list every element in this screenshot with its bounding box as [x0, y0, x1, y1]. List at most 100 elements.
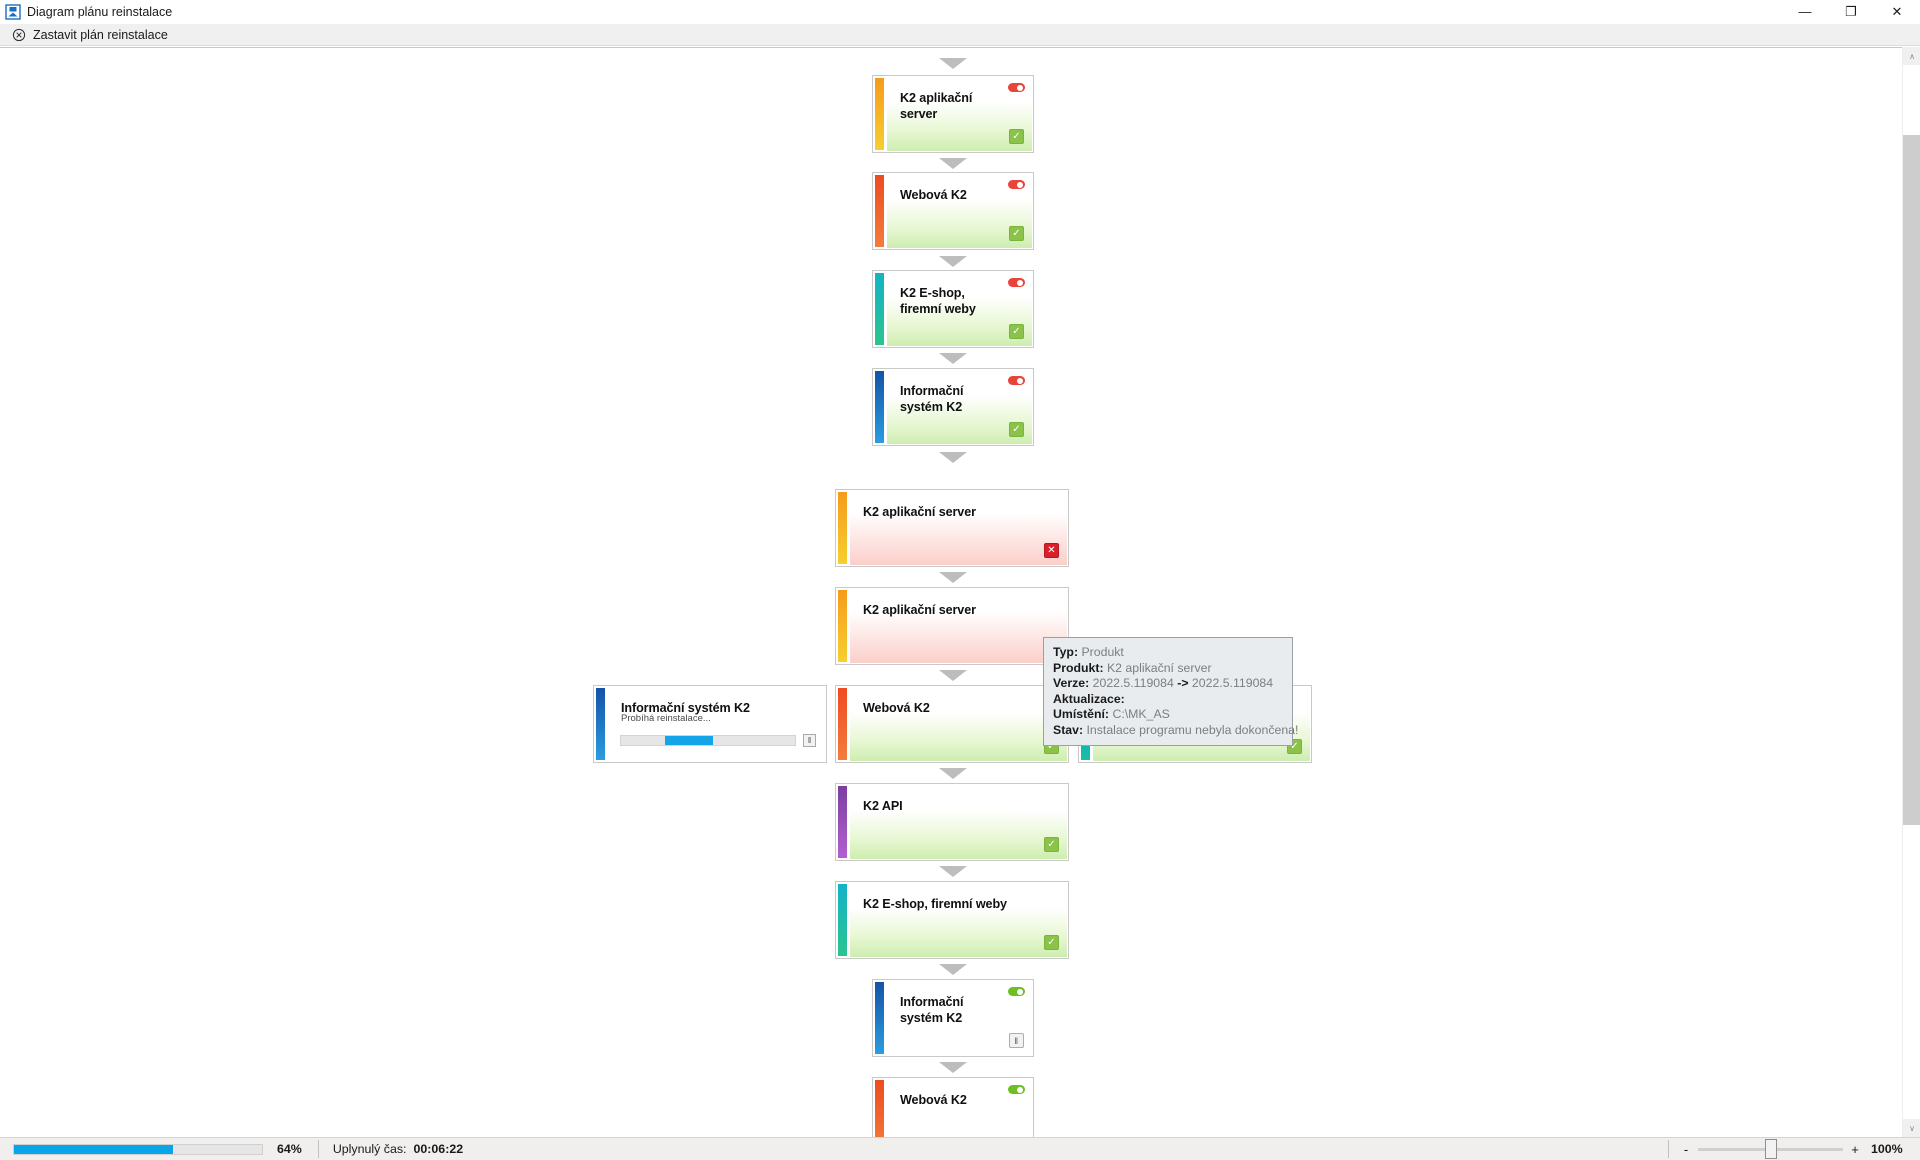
diagram-node[interactable]: K2 E-shop, firemní weby✓	[835, 881, 1069, 959]
maximize-button[interactable]: ❐	[1845, 3, 1857, 19]
node-title: Informační systém K2	[621, 701, 750, 715]
node-title: Informační systém K2	[900, 384, 964, 414]
diagram-node[interactable]: K2 aplikační server✕	[835, 489, 1069, 567]
tooltip-row: Umístění: C:\MK_AS	[1053, 707, 1283, 723]
node-status-ok-icon: ✓	[1009, 129, 1024, 144]
node-color-stripe	[838, 590, 847, 662]
tooltip-row-key: Verze:	[1053, 676, 1090, 691]
diagram-node[interactable]: Informační systém K2 ✓	[872, 368, 1034, 446]
tooltip-row-key: Umístění:	[1053, 707, 1110, 722]
connector-arrow	[939, 964, 967, 975]
node-color-stripe	[875, 982, 884, 1054]
node-enable-toggle[interactable]	[1008, 1085, 1025, 1094]
node-title: K2 E-shop, firemní weby	[900, 286, 976, 316]
zoom-in-button[interactable]: +	[1851, 1141, 1859, 1157]
node-progress-row: ‖	[620, 734, 816, 747]
connector-arrow	[939, 256, 967, 267]
tooltip-row-value2: 2022.5.119084	[1188, 676, 1274, 691]
tooltip-row-arrow: ->	[1173, 676, 1189, 691]
diagram-node[interactable]: Webová K2✓	[835, 685, 1069, 763]
scroll-down-button[interactable]: ∨	[1903, 1119, 1920, 1137]
node-color-stripe	[875, 175, 884, 247]
zoom-out-button[interactable]: -	[1683, 1141, 1689, 1157]
tooltip-row: Stav: Instalace programu nebyla dokončen…	[1053, 722, 1298, 739]
diagram-node[interactable]: K2 aplikační server✓	[872, 75, 1034, 153]
node-color-stripe	[838, 884, 847, 956]
diagram-canvas: ft3ms (Webový server) KAPLIK-DH3264 K2 a…	[0, 48, 1900, 1137]
node-body: Informační systém K2 ‖	[887, 981, 1032, 1055]
tooltip-row: Verze: 2022.5.119084 -> 2022.5.119084	[1053, 676, 1283, 692]
node-pause-button[interactable]: ‖	[803, 734, 816, 747]
diagram-node[interactable]: K2 API ✓	[835, 783, 1069, 861]
status-divider	[317, 1140, 319, 1158]
node-title: K2 API	[863, 799, 903, 813]
zoom-slider[interactable]	[1698, 1139, 1843, 1159]
window-title: Diagram plánu reinstalace	[27, 4, 173, 19]
vertical-scrollbar[interactable]: ∧ ∨	[1902, 47, 1920, 1137]
node-title: K2 E-shop, firemní weby	[863, 897, 1007, 911]
minimize-button[interactable]: —	[1798, 4, 1812, 19]
node-color-stripe	[875, 1080, 884, 1137]
connector-arrow	[939, 58, 967, 69]
connector-arrow	[939, 452, 967, 463]
node-color-stripe	[838, 492, 847, 564]
node-enable-toggle[interactable]	[1008, 278, 1025, 287]
scroll-up-button[interactable]: ∧	[1903, 47, 1920, 65]
connector-arrow	[939, 866, 967, 877]
tooltip-row-key: Produkt:	[1053, 660, 1104, 675]
node-pause-button[interactable]: ‖	[1009, 1033, 1024, 1048]
connector-arrow	[939, 1062, 967, 1073]
close-button[interactable]: ✕	[1891, 3, 1903, 19]
node-progress-fill	[664, 736, 714, 745]
node-body: Informační systém K2 ✓	[887, 370, 1032, 444]
node-progress-label: Probíhá reinstalace...	[621, 713, 711, 724]
node-body: K2 aplikační server✕	[850, 491, 1067, 565]
overall-progress-percent: 64%	[277, 1142, 302, 1156]
node-title: K2 aplikační server	[863, 603, 976, 617]
diagram-node[interactable]: K2 aplikační server✕	[835, 587, 1069, 665]
tooltip-row-key: Stav:	[1053, 722, 1084, 737]
scrollbar-thumb[interactable]	[1903, 135, 1920, 825]
stop-reinstall-plan-button[interactable]: Zastavit plán reinstalace	[8, 27, 172, 43]
node-body: Webová K2✓	[887, 174, 1032, 248]
node-color-stripe	[875, 273, 884, 345]
node-enable-toggle[interactable]	[1008, 180, 1025, 189]
cancel-circle-icon	[12, 28, 26, 42]
stop-reinstall-plan-label: Zastavit plán reinstalace	[33, 27, 168, 42]
zoom-slider-thumb[interactable]	[1764, 1139, 1777, 1159]
node-progress-bar	[620, 735, 796, 746]
node-enable-toggle[interactable]	[1008, 987, 1025, 996]
node-status-ok-icon: ✓	[1044, 837, 1059, 852]
overall-progress-bar	[13, 1143, 263, 1155]
tooltip-row-value: Produkt	[1078, 645, 1124, 659]
tooltip-row-value: 2022.5.119084	[1089, 676, 1174, 691]
overall-progress-fill	[14, 1144, 173, 1154]
diagram-node[interactable]: Informační systém K2 ‖	[872, 979, 1034, 1057]
zoom-level-label: 100%	[1871, 1142, 1903, 1156]
zoom-control[interactable]: - + 100%	[1668, 1139, 1909, 1159]
node-status-ok-icon: ✓	[1009, 226, 1024, 241]
node-body: K2 API ✓	[850, 785, 1067, 859]
node-title: Webová K2	[900, 1093, 967, 1107]
tooltip-row-key: Typ:	[1053, 645, 1079, 659]
elapsed-time-label: Uplynulý čas:	[332, 1142, 407, 1156]
node-enable-toggle[interactable]	[1008, 376, 1025, 385]
node-color-stripe	[596, 688, 605, 760]
tooltip-row: Produkt: K2 aplikační server	[1053, 661, 1283, 677]
node-body: Webová K2✓	[850, 687, 1067, 761]
diagram-node[interactable]: K2 E-shop, firemní weby ✓	[872, 270, 1034, 348]
node-color-stripe	[838, 786, 847, 858]
connector-arrow	[939, 768, 967, 779]
node-status-ok-icon: ✓	[1009, 422, 1024, 437]
diagram-node[interactable]: Webová K2	[872, 1077, 1034, 1137]
diagram-canvas-viewport[interactable]: ft3ms (Webový server) KAPLIK-DH3264 K2 a…	[0, 47, 1920, 1137]
node-body: K2 aplikační server✕	[850, 589, 1067, 663]
scrollbar-track[interactable]	[1903, 65, 1920, 1119]
node-body: Webová K2	[887, 1079, 1032, 1137]
node-title: Informační systém K2	[900, 995, 964, 1025]
node-enable-toggle[interactable]	[1008, 83, 1025, 92]
connector-arrow	[939, 353, 967, 364]
node-status-ok-icon: ✓	[1009, 324, 1024, 339]
diagram-node[interactable]: Webová K2✓	[872, 172, 1034, 250]
